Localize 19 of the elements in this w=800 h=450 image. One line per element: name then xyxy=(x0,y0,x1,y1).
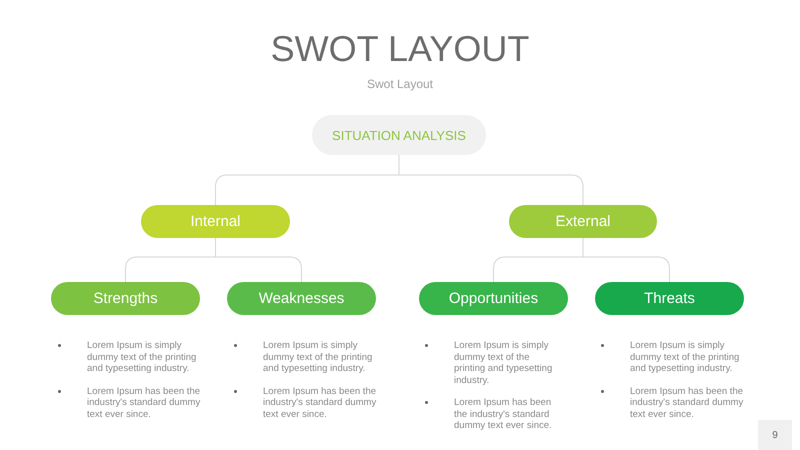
bullet-text: Lorem Ipsum is simply dummy text of the printing and typesetting industry. xyxy=(87,340,196,374)
bullet-text: Lorem Ipsum has been the industry's standard dummy text ever since. xyxy=(263,386,376,420)
connector-line xyxy=(398,154,584,206)
bullet-text: Lorem Ipsum has been the industry's standard dummy text ever since. xyxy=(87,386,200,420)
category-pill: Strengths xyxy=(51,282,200,315)
bullet-text: Lorem Ipsum has been the industry's standard dummy text ever since. xyxy=(630,386,744,420)
bullet-text: Lorem Ipsum has been the industry's standard dummy text ever since. xyxy=(454,397,552,431)
bullet-text: Lorem Ipsum is simply dummy text of the printing and typesetting industry. xyxy=(630,340,740,374)
category-pill: Threats xyxy=(595,282,744,315)
slide-subtitle: Swot Layout xyxy=(366,77,434,91)
bullet-text: Lorem Ipsum is simply dummy text of the printing and typesetting industry. xyxy=(454,340,552,386)
category-pill: External xyxy=(509,205,657,238)
category-pill: Internal xyxy=(141,205,290,238)
page-number: 9 xyxy=(758,420,792,450)
category-pill: Opportunities xyxy=(419,282,568,315)
category-pill: Weaknesses xyxy=(227,282,376,315)
slide-title: SWOT LAYOUT xyxy=(270,28,530,70)
bullet-text: Lorem Ipsum is simply dummy text of the printing and typesetting industry. xyxy=(263,340,372,374)
category-pill: SITUATION ANALYSIS xyxy=(312,115,486,155)
